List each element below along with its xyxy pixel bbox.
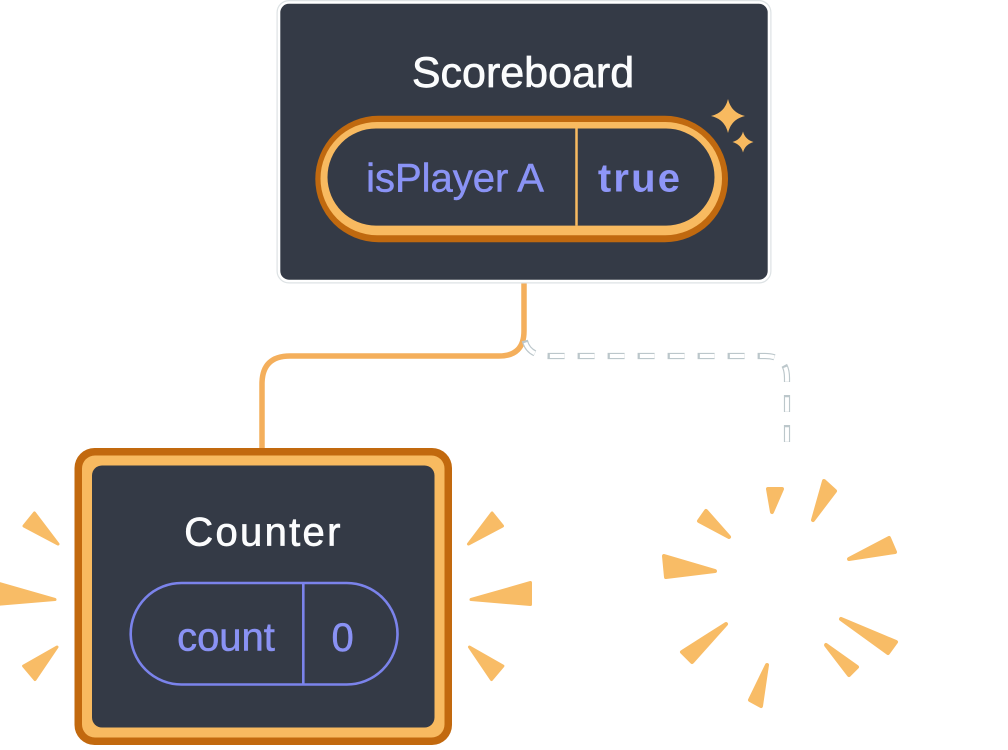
svg-text:Counter: Counter — [184, 511, 342, 555]
svg-text:0: 0 — [331, 616, 353, 660]
svg-text:count: count — [177, 616, 275, 660]
svg-text:isPlayer A: isPlayer A — [366, 157, 544, 201]
svg-text:true: true — [598, 157, 682, 201]
svg-text:Scoreboard: Scoreboard — [412, 49, 634, 97]
